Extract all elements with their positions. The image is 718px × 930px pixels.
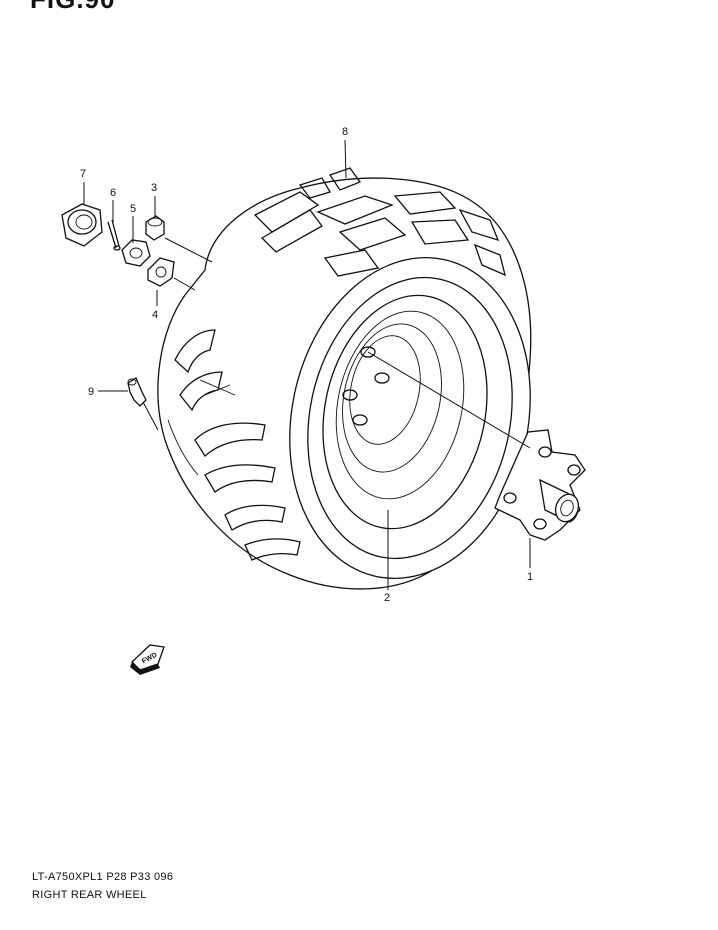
wheel-cap-drawing <box>61 203 103 247</box>
callout-4: 4 <box>152 309 158 321</box>
model-code: LT-A750XPL1 P28 P33 096 <box>32 871 174 883</box>
figure-title: FIG.90 <box>30 0 115 15</box>
castle-nut-drawing <box>121 239 151 267</box>
callout-6: 6 <box>110 187 116 199</box>
tire-drawing <box>157 167 532 590</box>
diagram-caption: RIGHT REAR WHEEL <box>32 889 147 901</box>
callout-2: 2 <box>384 592 390 604</box>
fwd-arrow-icon: FWD <box>130 644 165 675</box>
callout-7: 7 <box>80 168 86 180</box>
callout-1: 1 <box>527 571 533 583</box>
callout-9: 9 <box>88 386 94 398</box>
callout-3: 3 <box>151 182 157 194</box>
wheel-nut-drawing <box>145 215 165 241</box>
callout-5: 5 <box>130 203 136 215</box>
leader-lines <box>83 139 531 590</box>
tire-valve-drawing <box>127 377 147 407</box>
callout-8: 8 <box>342 126 348 138</box>
washer-drawing <box>147 257 175 287</box>
cotter-pin-drawing <box>107 219 121 251</box>
hub-drawing <box>494 429 586 541</box>
